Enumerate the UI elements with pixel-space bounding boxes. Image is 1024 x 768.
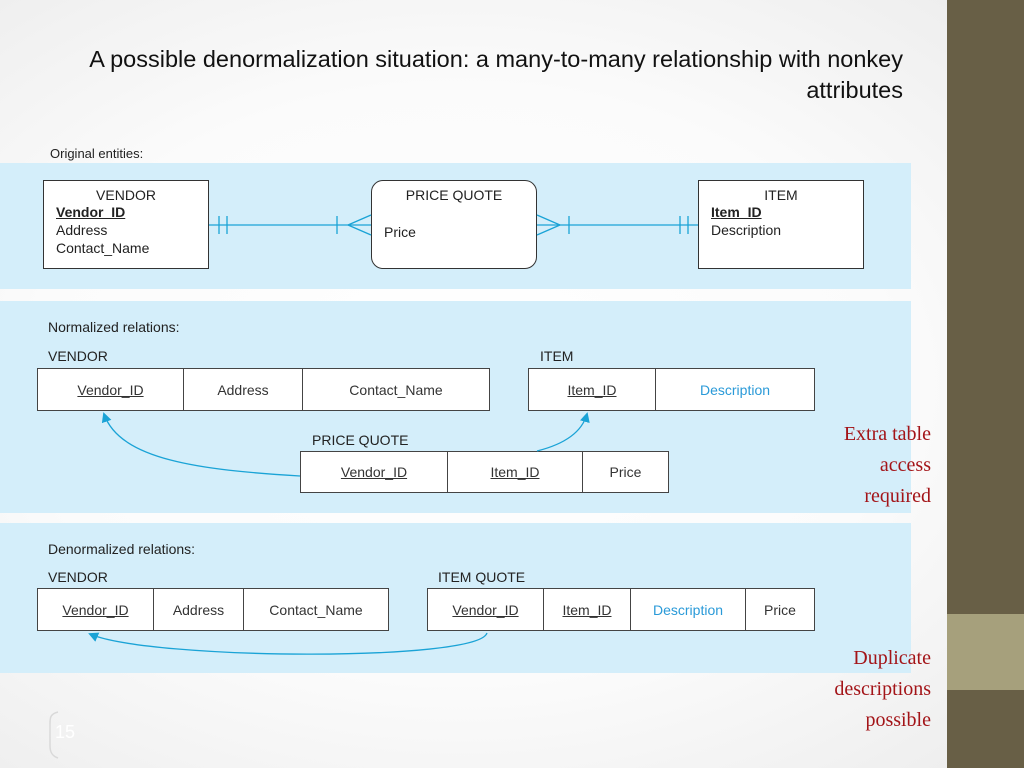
table-cell: Vendor_ID: [428, 589, 544, 630]
entity-vendor-attr: Contact_Name: [56, 240, 150, 256]
denormalized-vendor-name: VENDOR: [48, 569, 108, 585]
normalized-relations-label: Normalized relations:: [48, 319, 180, 335]
page-number: 15: [55, 722, 76, 742]
table-cell: Vendor_ID: [38, 369, 184, 410]
entity-price-quote-attr: Price: [384, 224, 416, 240]
entity-item-pk: Item_ID: [711, 204, 762, 220]
entity-item: ITEM Item_ID Description: [698, 180, 864, 269]
note-line: Duplicate: [853, 647, 931, 669]
entity-vendor-pk: Vendor_ID: [56, 204, 126, 220]
normalized-vendor-name: VENDOR: [48, 348, 108, 364]
note-line: descriptions: [834, 678, 931, 700]
entity-price-quote-name: PRICE QUOTE: [405, 187, 503, 203]
relation-normalized-item: Item_ID Description: [528, 368, 815, 411]
table-cell: Description: [699, 381, 771, 398]
fk-arrow-vendor: [101, 412, 301, 477]
fk-arrow-item: [536, 412, 590, 452]
original-entities-label: Original entities:: [50, 146, 144, 161]
note-line: possible: [865, 709, 931, 731]
note-line: access: [879, 454, 931, 476]
relationship-line-vendor-pricequote: [209, 214, 372, 236]
denormalized-item-quote-name: ITEM QUOTE: [438, 569, 526, 585]
relation-denormalized-vendor: Vendor_ID Address Contact_Name: [37, 588, 389, 631]
relation-normalized-vendor: Vendor_ID Address Contact_Name: [37, 368, 490, 411]
page-number-bracket: [49, 711, 59, 759]
entity-vendor-name: VENDOR: [96, 187, 156, 203]
slide-title: A possible denormalization situation: a …: [89, 46, 903, 103]
table-cell: Address: [154, 589, 244, 630]
relationship-line-pricequote-item: [536, 214, 698, 236]
entity-item-name: ITEM: [764, 187, 798, 203]
entity-item-attr: Description: [711, 222, 782, 238]
table-cell: Item_ID: [448, 452, 583, 492]
table-cell: Vendor_ID: [301, 452, 448, 492]
table-cell: Vendor_ID: [38, 589, 154, 630]
table-cell: Price: [609, 464, 642, 480]
normalized-price-quote-name: PRICE QUOTE: [312, 432, 409, 448]
normalized-item-name: ITEM: [540, 348, 574, 364]
table-cell: Price: [764, 601, 796, 618]
table-cell: Address: [184, 369, 303, 410]
table-cell: Contact_Name: [349, 381, 443, 398]
table-cell: Description: [631, 589, 746, 630]
relation-denormalized-item-quote: Vendor_ID Item_ID Description Price: [427, 588, 815, 631]
table-cell: Item_ID: [544, 589, 631, 630]
sidebar-accent-block: [947, 614, 1024, 690]
entity-price-quote: PRICE QUOTE Price: [371, 180, 537, 269]
denormalized-relations-label: Denormalized relations:: [48, 541, 196, 557]
note-duplicate-descriptions: Duplicate descriptions possible: [834, 643, 931, 736]
table-cell: Item_ID: [529, 369, 656, 410]
table-cell: Contact_Name: [269, 601, 363, 618]
entity-vendor: VENDOR Vendor_ID Address Contact_Name: [43, 180, 209, 269]
note-extra-table-access: Extra table access required: [844, 419, 931, 512]
entity-vendor-attr: Address: [56, 222, 108, 238]
note-line: required: [864, 485, 931, 507]
fk-arrow-denorm-vendor: [88, 632, 488, 655]
relation-normalized-price-quote: Vendor_ID Item_ID Price: [300, 451, 669, 493]
note-line: Extra table: [843, 423, 931, 445]
